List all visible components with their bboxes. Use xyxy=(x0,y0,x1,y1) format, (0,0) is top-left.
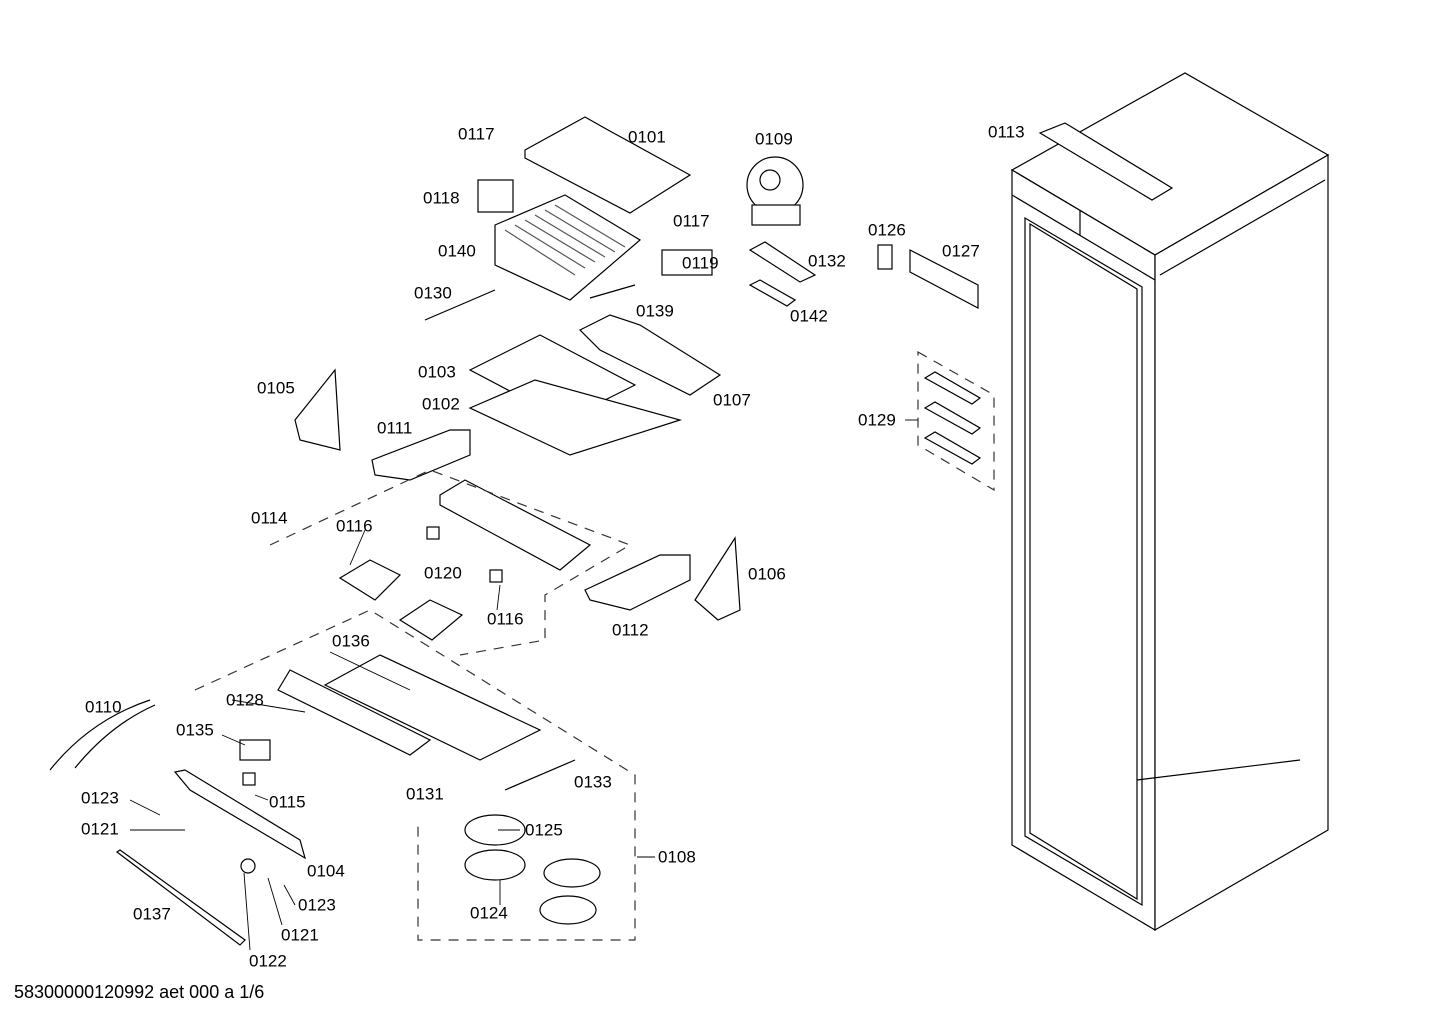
callout-0121[interactable]: 0121 xyxy=(81,819,119,839)
part-0142 xyxy=(748,279,797,307)
callout-0102[interactable]: 0102 xyxy=(422,394,460,414)
callout-0107[interactable]: 0107 xyxy=(713,390,751,410)
part-0102 xyxy=(468,379,683,456)
part-0119 xyxy=(661,249,713,276)
part-0113 xyxy=(1038,122,1174,201)
part-0127 xyxy=(909,249,979,309)
callout-0106[interactable]: 0106 xyxy=(748,564,786,584)
callout-0109[interactable]: 0109 xyxy=(755,129,793,149)
assembly-group-outlines xyxy=(194,350,995,941)
part-0133 xyxy=(504,759,576,791)
callout-0122[interactable]: 0122 xyxy=(249,951,287,971)
callout-0129[interactable]: 0129 xyxy=(858,410,896,430)
part-0118 xyxy=(477,179,514,213)
part-0115 xyxy=(242,772,256,786)
part-0116-cover-b xyxy=(398,599,464,641)
callout-0130[interactable]: 0130 xyxy=(414,283,452,303)
callout-0132[interactable]: 0132 xyxy=(808,251,846,271)
callout-0142[interactable]: 0142 xyxy=(790,306,828,326)
callout-0123[interactable]: 0123 xyxy=(298,895,336,915)
callout-0117[interactable]: 0117 xyxy=(673,211,710,231)
callout-0116[interactable]: 0116 xyxy=(487,609,524,629)
part-0111 xyxy=(371,429,471,481)
callout-0125[interactable]: 0125 xyxy=(525,820,563,840)
callout-0135[interactable]: 0135 xyxy=(176,720,214,740)
part-0136 xyxy=(323,654,542,761)
callout-0118[interactable]: 0118 xyxy=(423,188,460,208)
callout-0136[interactable]: 0136 xyxy=(332,631,370,651)
callout-0104[interactable]: 0104 xyxy=(307,861,345,881)
callout-0126[interactable]: 0126 xyxy=(868,220,906,240)
leader-lines xyxy=(129,419,918,951)
callout-0124[interactable]: 0124 xyxy=(470,903,508,923)
callout-0128[interactable]: 0128 xyxy=(226,690,264,710)
callout-0116[interactable]: 0116 xyxy=(336,516,373,536)
callout-0114[interactable]: 0114 xyxy=(251,508,288,528)
callout-0110[interactable]: 0110 xyxy=(85,697,122,717)
callout-0103[interactable]: 0103 xyxy=(418,362,456,382)
part-0130 xyxy=(424,289,496,321)
part-0110 xyxy=(49,699,156,771)
part-0116-socket-b xyxy=(489,569,503,583)
part-0128 xyxy=(277,669,432,756)
document-id-footer: 58300000120992 aet 000 a 1/6 xyxy=(14,982,265,1002)
callout-0121[interactable]: 0121 xyxy=(281,925,319,945)
part-0114 xyxy=(439,479,592,571)
callout-0133[interactable]: 0133 xyxy=(574,772,612,792)
cabinet-housing xyxy=(1010,72,1330,932)
callout-0113[interactable]: 0113 xyxy=(988,122,1025,142)
part-0132 xyxy=(748,241,817,283)
callout-0105[interactable]: 0105 xyxy=(257,378,295,398)
callout-0108[interactable]: 0108 xyxy=(658,847,696,867)
part-0126 xyxy=(877,244,893,270)
part-0116-cover-a xyxy=(338,559,402,601)
callout-0127[interactable]: 0127 xyxy=(942,241,980,261)
part-0105 xyxy=(294,368,341,451)
callout-0120[interactable]: 0120 xyxy=(424,563,462,583)
part-0122 xyxy=(240,858,256,874)
callout-0140[interactable]: 0140 xyxy=(438,241,476,261)
part-0112 xyxy=(584,554,691,611)
part-0129-vents xyxy=(923,371,982,465)
callout-0119[interactable]: 0119 xyxy=(682,253,719,273)
part-0101 xyxy=(524,116,692,214)
callout-0112[interactable]: 0112 xyxy=(612,620,649,640)
part-0125-0124-rings xyxy=(464,814,601,925)
callout-0123[interactable]: 0123 xyxy=(81,788,119,808)
part-0135 xyxy=(239,739,271,761)
callout-0111[interactable]: 0111 xyxy=(377,418,413,438)
part-0104 xyxy=(173,769,306,860)
part-0139 xyxy=(589,284,636,299)
callout-0115[interactable]: 0115 xyxy=(269,792,306,812)
callout-0101[interactable]: 0101 xyxy=(628,127,666,147)
part-0116-socket-a xyxy=(426,526,440,540)
part-0140-evaporator xyxy=(494,194,642,301)
part-0107 xyxy=(578,314,722,396)
part-0106 xyxy=(694,536,741,621)
callout-0137[interactable]: 0137 xyxy=(133,904,171,924)
callout-0131[interactable]: 0131 xyxy=(406,784,444,804)
callout-0117[interactable]: 0117 xyxy=(458,124,495,144)
part-0137 xyxy=(115,849,246,946)
callout-0139[interactable]: 0139 xyxy=(636,301,674,321)
part-0109-fan xyxy=(746,156,804,226)
